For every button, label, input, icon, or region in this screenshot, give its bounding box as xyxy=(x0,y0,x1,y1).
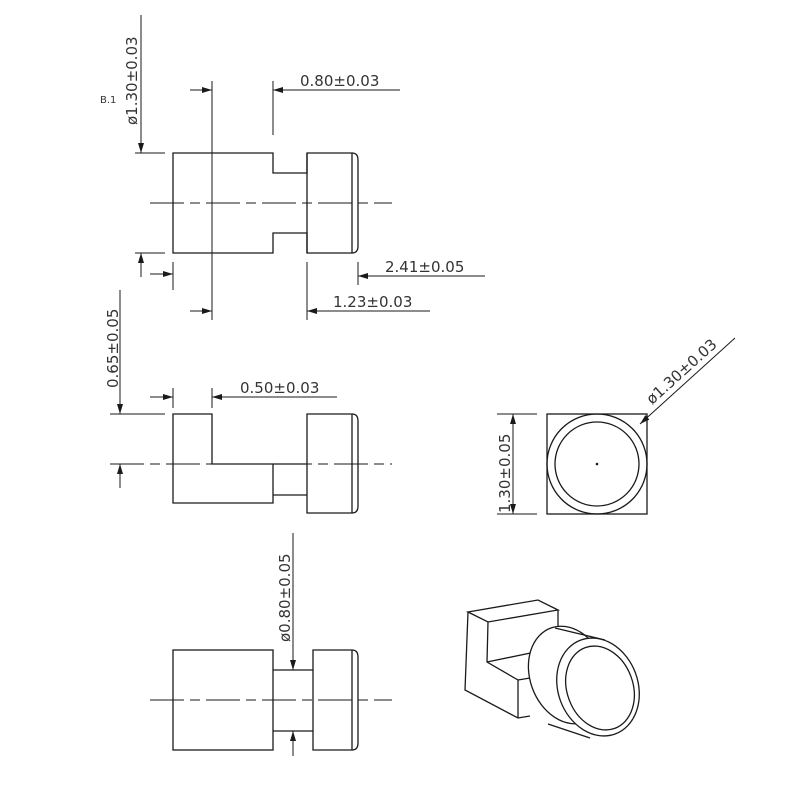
top-view: 0.80±0.03 ø1.30±0.03 B.1 2.41±0.05 1.23±… xyxy=(100,15,485,320)
dim-slot-width: 0.50±0.03 xyxy=(240,379,319,397)
side-section-view: 0.65±0.05 0.50±0.03 xyxy=(104,290,392,514)
dim-neck-diameter: ø0.80±0.05 xyxy=(276,553,294,642)
view-label: B.1 xyxy=(100,95,116,106)
bottom-view: ø0.80±0.05 xyxy=(150,533,392,756)
dim-cap-diameter: ø1.30±0.03 xyxy=(643,335,721,408)
end-view: 1.30±0.05 ø1.30±0.03 xyxy=(496,335,736,515)
dim-height: 0.65±0.05 xyxy=(104,309,122,388)
dim-body-diameter: ø1.30±0.03 xyxy=(123,36,141,125)
isometric-view xyxy=(464,599,640,739)
dim-total-length: 2.41±0.05 xyxy=(385,258,464,276)
dim-end-height: 1.30±0.05 xyxy=(496,434,514,513)
dim-neck-length: 0.80±0.03 xyxy=(300,72,379,90)
dim-cap-length: 1.23±0.03 xyxy=(333,293,412,311)
